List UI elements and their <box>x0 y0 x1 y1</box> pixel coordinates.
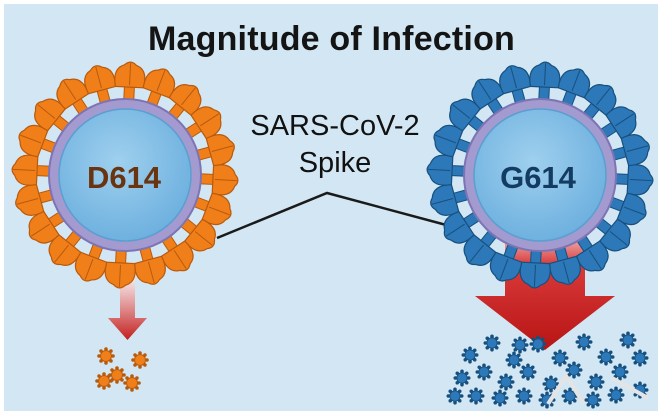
corner-watermark-mark-2 <box>611 376 649 400</box>
spike-protein <box>611 164 654 196</box>
virus-particle <box>561 387 579 405</box>
virus-particle <box>587 373 605 391</box>
virus-particle <box>575 333 593 351</box>
virus-particle <box>551 349 569 367</box>
virus-particle <box>511 336 529 354</box>
virus-particle <box>461 346 479 364</box>
figure-title: Magnitude of Infection <box>147 20 516 58</box>
spike-protein <box>159 231 194 272</box>
virus-particle <box>475 363 493 381</box>
virus-particle <box>631 349 649 367</box>
small-infection-arrow <box>108 272 147 340</box>
spike-label-line1: SARS-CoV-2 <box>250 110 420 142</box>
virus-particle <box>529 335 547 353</box>
virus-particle <box>483 334 501 352</box>
virus-particle <box>453 369 471 387</box>
virus-particle <box>497 373 515 391</box>
virus-particle <box>95 372 113 390</box>
virus-particle <box>619 331 637 349</box>
g614-virus-icon <box>426 61 654 289</box>
spike-protein <box>463 227 500 266</box>
virus-particle <box>611 363 629 381</box>
virus-particle <box>584 391 602 409</box>
spike-protein <box>56 78 91 119</box>
virus-particle <box>597 348 615 366</box>
virus-particle <box>97 347 115 365</box>
d614-virus-icon <box>11 61 239 289</box>
virus-particle <box>565 361 583 379</box>
g614-variant-label: G614 <box>500 160 576 195</box>
spike-label-line2: Spike <box>298 147 372 179</box>
g614-progeny-particles <box>446 331 649 409</box>
virus-particle <box>491 389 509 407</box>
virus-particle <box>467 387 485 405</box>
spike-protein <box>607 134 650 167</box>
virus-particle <box>515 387 533 405</box>
virus-particle <box>123 374 141 392</box>
spike-pointer-lines <box>216 191 451 240</box>
viral-core <box>473 108 607 242</box>
viral-core <box>58 108 192 242</box>
virus-particle <box>607 386 625 404</box>
d614-variant-label: D614 <box>86 160 162 195</box>
virus-particle <box>446 387 464 405</box>
d614-progeny-particles <box>95 347 149 392</box>
virus-particle <box>519 363 537 381</box>
corner-watermark-mark <box>546 372 586 406</box>
virus-particle <box>505 351 523 369</box>
virus-particle <box>131 351 149 369</box>
